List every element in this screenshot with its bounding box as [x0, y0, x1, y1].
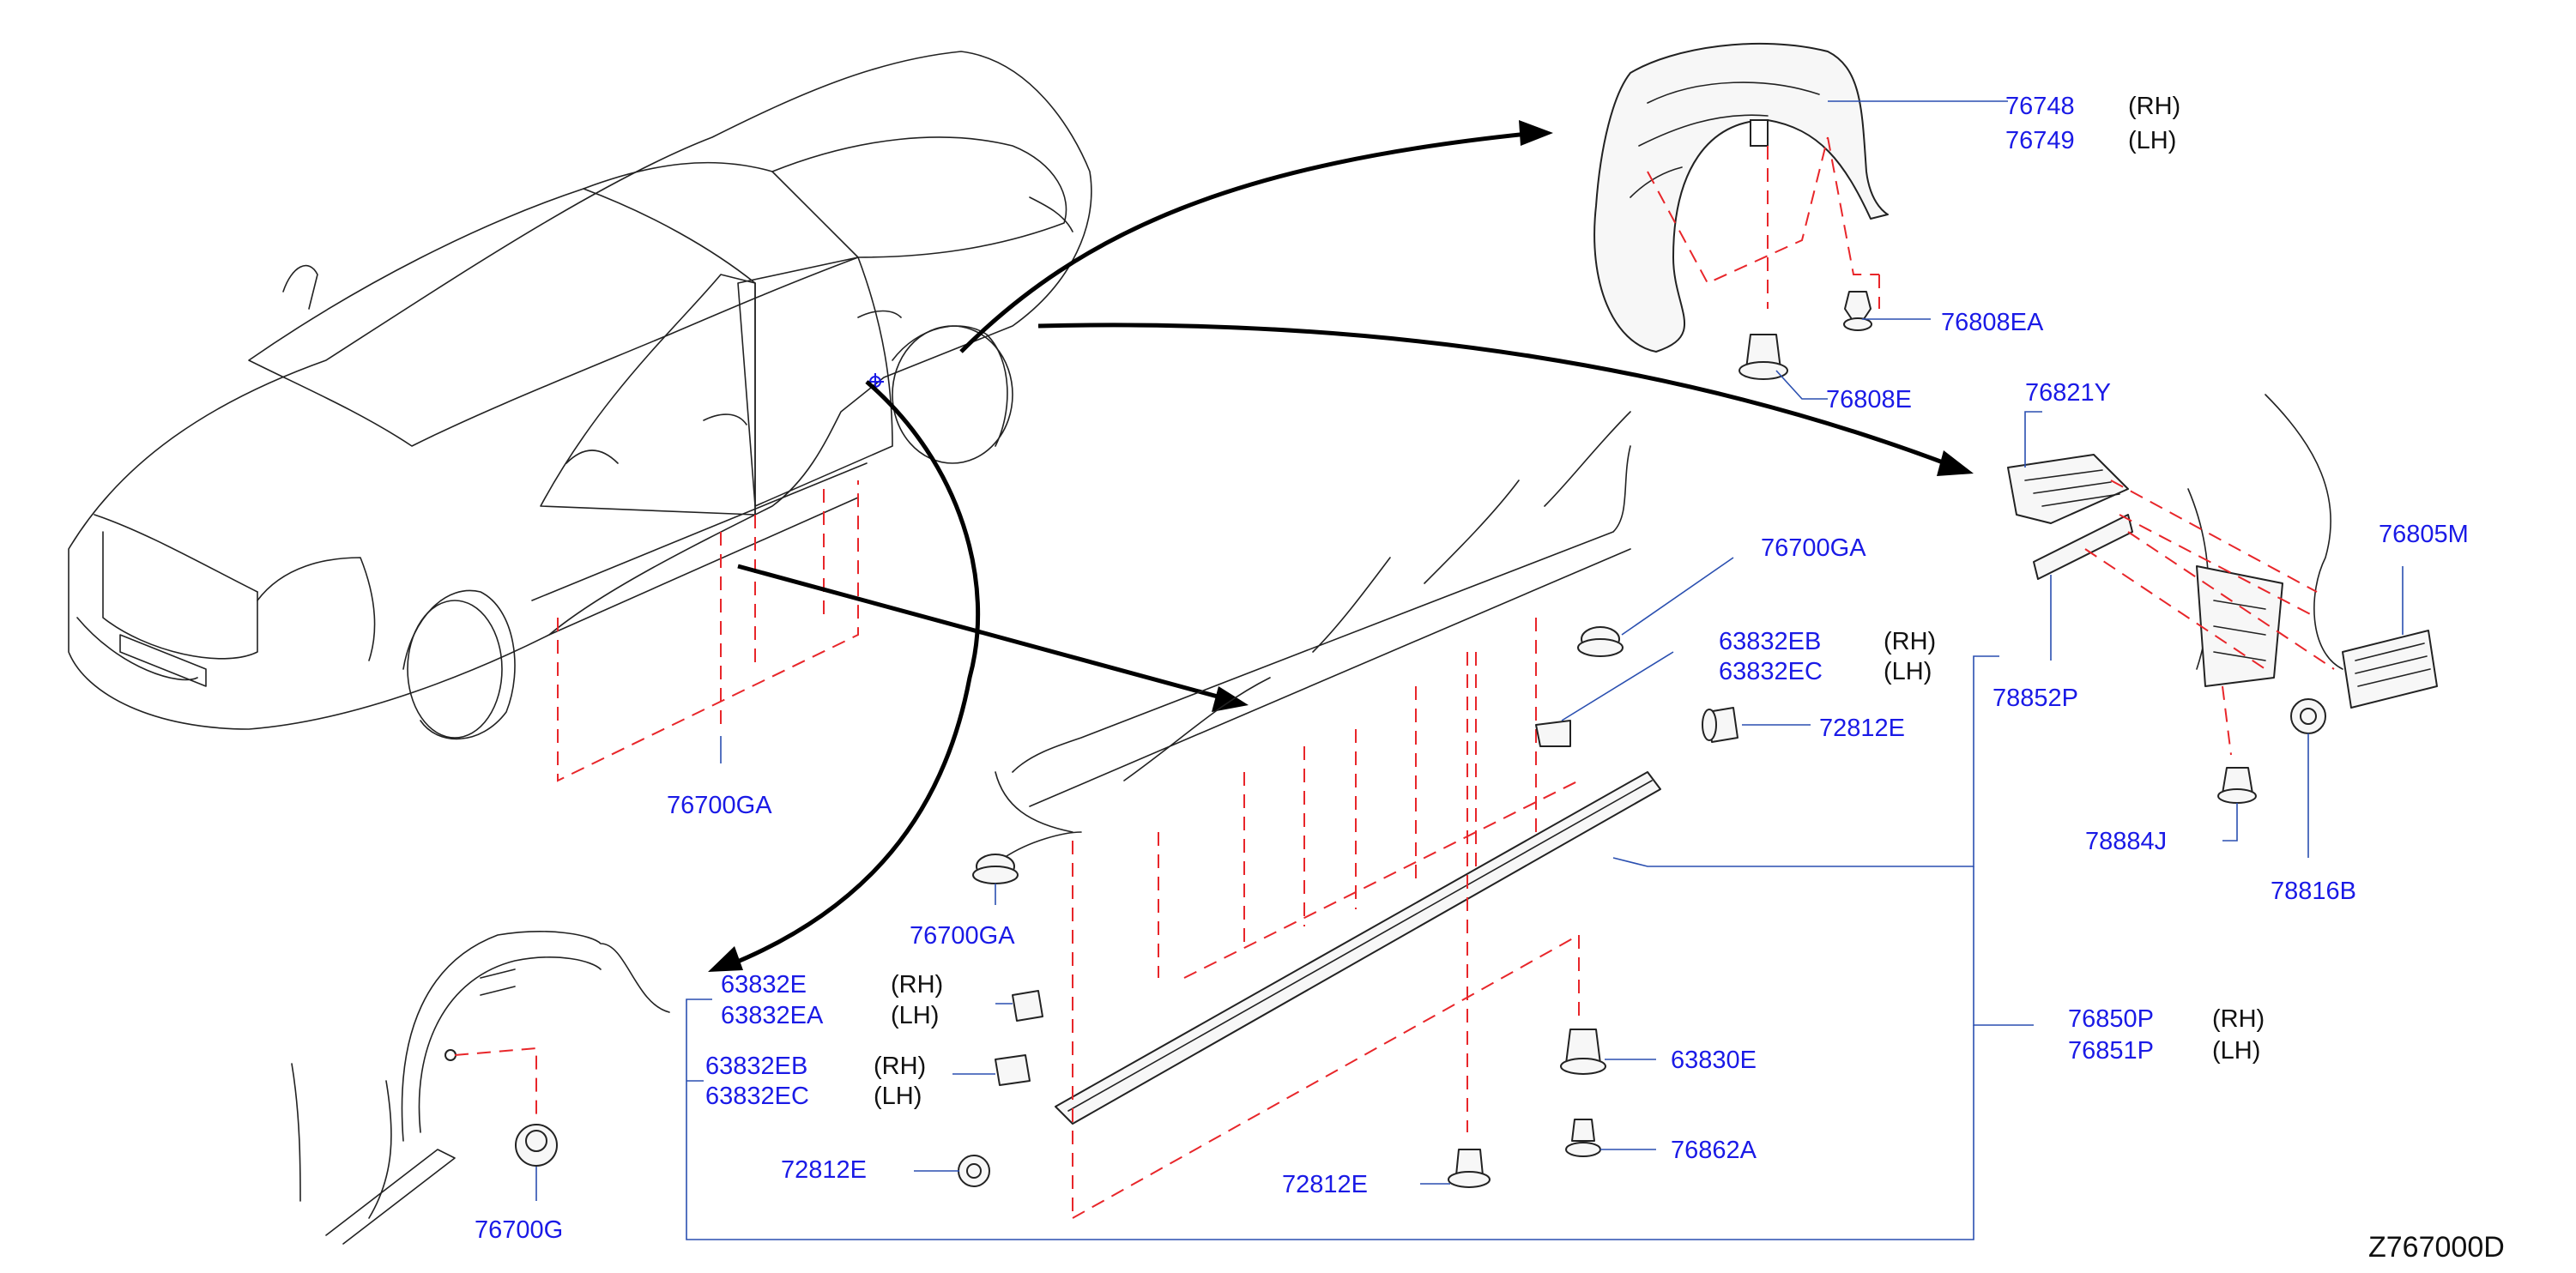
label-63832EB-top-side: (RH) — [1884, 628, 1936, 655]
vehicle-overview-illustration — [68, 51, 1092, 740]
clip-63832E-icon[interactable] — [1012, 990, 1043, 1022]
clip-63830E-icon[interactable] — [1560, 1029, 1606, 1075]
seal-78852P-icon[interactable] — [2033, 514, 2133, 580]
clip-76700G-icon[interactable] — [515, 1124, 558, 1167]
label-76700GA-car[interactable]: 76700GA — [667, 792, 772, 819]
cover-76805M-icon[interactable] — [2342, 630, 2438, 709]
label-76808EA[interactable]: 76808EA — [1941, 309, 2044, 336]
clip-72812E-top-icon[interactable] — [1702, 707, 1738, 743]
diagram-code: Z767000D — [2368, 1231, 2505, 1264]
label-76862A[interactable]: 76862A — [1671, 1137, 1757, 1164]
clip-63832EB-lower-icon[interactable] — [995, 1054, 1031, 1086]
label-63832EC-top-side: (LH) — [1884, 658, 1932, 685]
fender-protector-illustration — [1593, 42, 1889, 353]
label-76805M[interactable]: 76805M — [2379, 521, 2469, 548]
label-78852P[interactable]: 78852P — [1992, 685, 2078, 712]
label-63832EA-side: (LH) — [891, 1002, 939, 1029]
label-76821Y[interactable]: 76821Y — [2025, 379, 2111, 407]
label-76748-side: (RH) — [2128, 93, 2180, 120]
label-72812E-bottom[interactable]: 72812E — [1282, 1171, 1368, 1198]
label-78884J[interactable]: 78884J — [2085, 828, 2167, 855]
label-63832EB-lower-side: (RH) — [874, 1053, 926, 1080]
label-63832E[interactable]: 63832E — [721, 971, 807, 998]
clip-76808E-icon[interactable] — [1738, 334, 1788, 380]
screw-76808EA-icon[interactable] — [1843, 291, 1872, 331]
clip-76700GA-left-icon[interactable] — [972, 854, 1019, 884]
label-76700GA-left[interactable]: 76700GA — [910, 922, 1015, 950]
label-76850P-side: (RH) — [2212, 1005, 2265, 1033]
label-76850P[interactable]: 76850P — [2068, 1005, 2154, 1033]
vent-76821Y-icon[interactable] — [2007, 454, 2129, 524]
label-76748[interactable]: 76748 — [2005, 93, 2075, 120]
rear-wheel-arch-illustration — [291, 931, 670, 1245]
label-72812E-left[interactable]: 72812E — [781, 1156, 867, 1184]
label-76851P-side: (LH) — [2212, 1037, 2260, 1065]
label-76749[interactable]: 76749 — [2005, 127, 2075, 154]
label-72812E-top[interactable]: 72812E — [1819, 715, 1905, 742]
leader-lines — [535, 100, 2404, 1240]
air-vent-illustration — [2187, 394, 2343, 687]
label-76808E[interactable]: 76808E — [1826, 386, 1912, 413]
label-63832EB-lower[interactable]: 63832EB — [705, 1053, 807, 1080]
clip-63832EB-top-icon[interactable] — [1535, 720, 1571, 747]
label-63832EC-lower[interactable]: 63832EC — [705, 1083, 809, 1110]
sill-molding-76850P-icon[interactable] — [1055, 771, 1661, 1125]
label-76700G[interactable]: 76700G — [475, 1216, 563, 1244]
part-labels: 76748 (RH) 76749 (LH) 76808EA 76808E 768… — [475, 93, 2505, 1264]
screw-76862A-icon[interactable] — [1565, 1119, 1601, 1157]
car-clip-dash-lines — [557, 480, 859, 782]
body-side-illustration — [995, 411, 1631, 859]
clip-72812E-bottom-icon[interactable] — [1448, 1149, 1491, 1188]
label-78816B[interactable]: 78816B — [2271, 878, 2356, 905]
callout-arrows — [708, 120, 1974, 972]
sill-dash-lines — [1072, 618, 1580, 1219]
label-63832EC-lower-side: (LH) — [874, 1083, 922, 1110]
clip-76700GA-mid-icon[interactable] — [1577, 626, 1624, 657]
nut-78816B-icon[interactable] — [2290, 698, 2326, 734]
clip-72812E-left-icon[interactable] — [958, 1155, 990, 1187]
label-63832EB-top[interactable]: 63832EB — [1719, 628, 1821, 655]
label-76749-side: (LH) — [2128, 127, 2176, 154]
vent-dash-lines — [2084, 480, 2335, 756]
label-63832E-side: (RH) — [891, 971, 943, 998]
label-63832EC-top[interactable]: 63832EC — [1719, 658, 1823, 685]
label-63832EA[interactable]: 63832EA — [721, 1002, 824, 1029]
label-76700GA-mid[interactable]: 76700GA — [1761, 534, 1866, 562]
label-76851P[interactable]: 76851P — [2068, 1037, 2154, 1065]
clip-78884J-icon[interactable] — [2217, 767, 2257, 804]
label-63830E[interactable]: 63830E — [1671, 1047, 1757, 1074]
